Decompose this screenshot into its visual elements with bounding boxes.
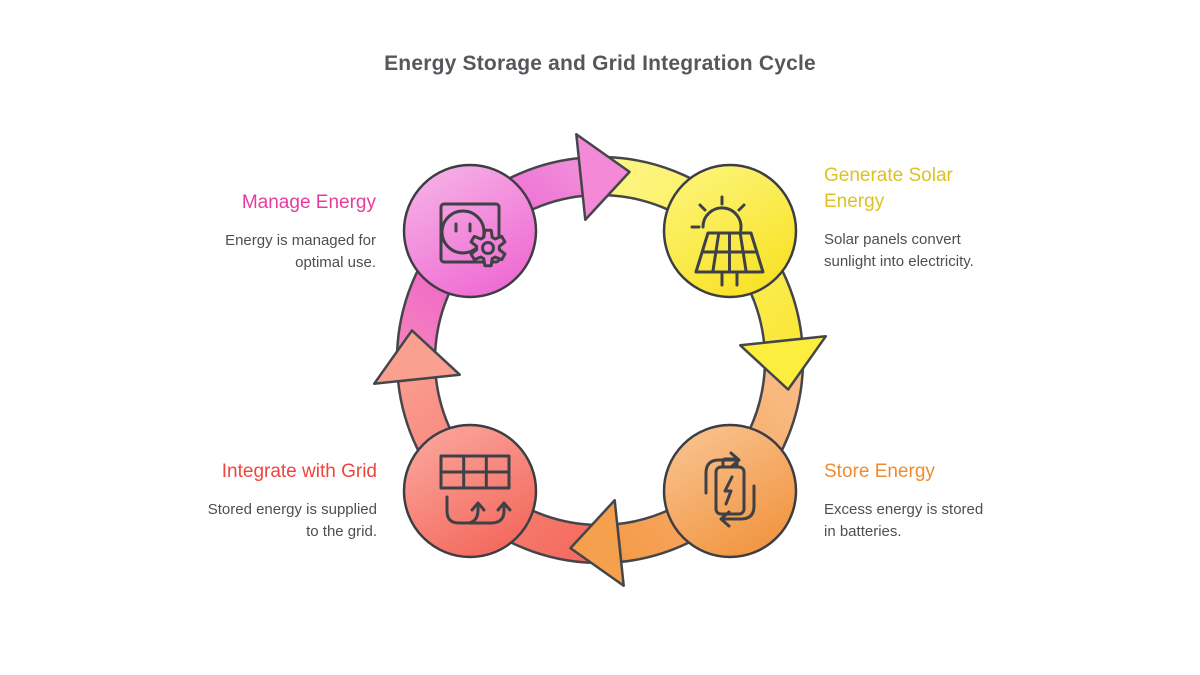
plug-gear-icon: [439, 202, 507, 268]
step-description: Excess energy is stored in batteries.: [824, 501, 984, 540]
page-title: Energy Storage and Grid Integration Cycl…: [384, 52, 816, 75]
step-label: Store Energy: [824, 461, 935, 482]
arrow-top-clockwise-icon: [575, 132, 631, 222]
arrow-bottom-left-icon: [569, 498, 625, 588]
step-description: Energy is managed for optimal use.: [225, 232, 376, 271]
step-generate-solar-energy: Generate Solar Energy Solar panels conve…: [824, 163, 1014, 273]
gear-shape: [469, 228, 507, 268]
arrow-right-down-icon: [738, 335, 828, 391]
node-generate-solar: [662, 163, 798, 299]
node-integrate-grid: [402, 423, 538, 559]
step-store-energy: Store Energy Excess energy is stored in …: [824, 459, 1014, 543]
solar-panel-icon: [690, 195, 765, 287]
step-integrate-with-grid: Integrate with Grid Stored energy is sup…: [187, 459, 377, 543]
battery-cycle-icon: [704, 451, 756, 528]
cycle-nodes: [402, 163, 798, 559]
step-description: Stored energy is supplied to the grid.: [207, 501, 377, 540]
step-label: Manage Energy: [241, 192, 376, 213]
step-description: Solar panels convert sunlight into elect…: [824, 231, 974, 270]
step-label: Generate Solar Energy: [824, 165, 953, 212]
arrow-left-up-icon: [372, 329, 462, 385]
step-label: Integrate with Grid: [221, 461, 377, 482]
grid-flow-icon: [439, 454, 512, 525]
step-manage-energy: Manage Energy Energy is managed for opti…: [186, 190, 376, 274]
cycle-arrows: [372, 132, 828, 588]
